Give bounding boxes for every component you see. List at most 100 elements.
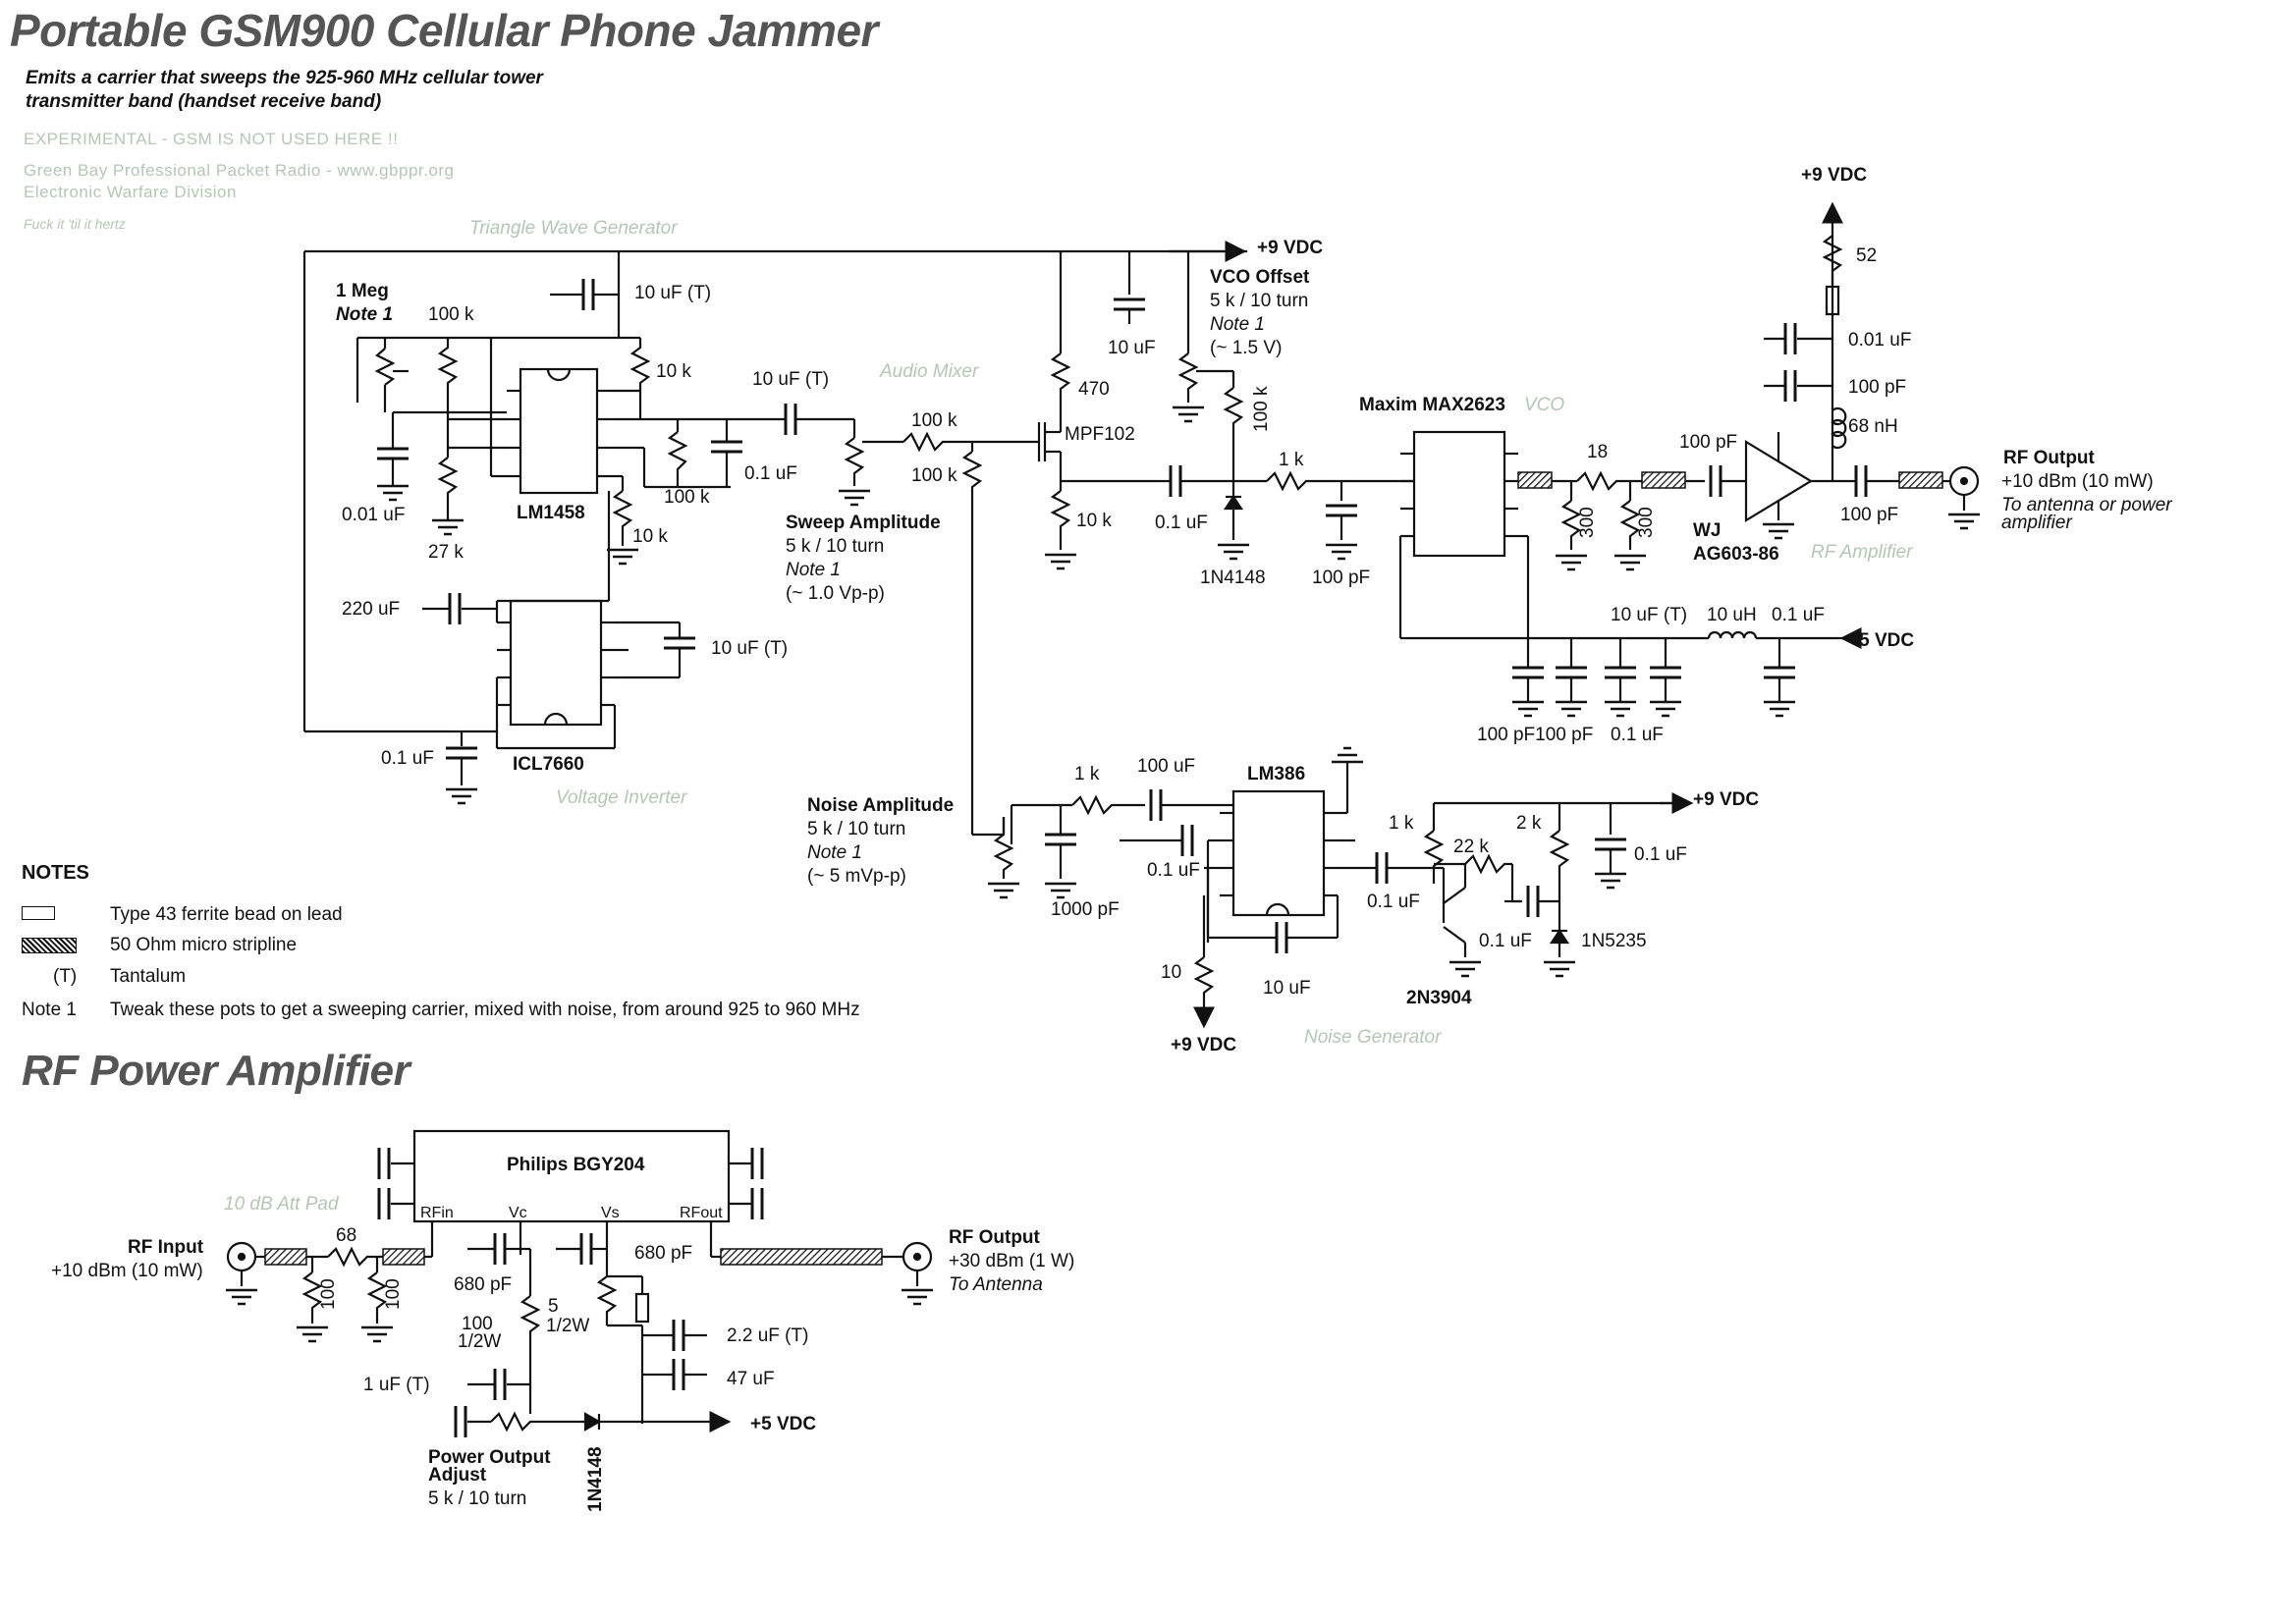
label-68nh: 68 nH — [1848, 416, 1898, 437]
pin-vs: Vs — [601, 1205, 620, 1221]
notes-heading: NOTES — [22, 862, 89, 884]
label-to-antenna: To Antenna — [949, 1274, 1043, 1295]
label-01uf-a: 0.1 uF — [744, 463, 797, 484]
block-label-vco: VCO — [1524, 395, 1564, 415]
label-01uf-icl: 0.1 uF — [381, 748, 434, 769]
label-rf-output-power: +10 dBm (10 mW) — [2001, 471, 2154, 492]
label-01uf-5v: 0.1 uF — [1772, 605, 1825, 625]
label-01uf-b: 0.1 uF — [1155, 513, 1208, 533]
label-1n4148-b: 1N4148 — [585, 1446, 606, 1512]
supply-9vdc-noise: +9 VDC — [1693, 789, 1759, 810]
label-10k-b: 10 k — [632, 526, 668, 547]
label-2n3904: 2N3904 — [1406, 988, 1472, 1008]
label-100k-c: 100 k — [911, 410, 957, 431]
label-vco-v: (~ 1.5 V) — [1210, 338, 1282, 358]
label-1meg: 1 Meg — [336, 281, 389, 301]
label-52: 52 — [1856, 245, 1877, 266]
note-stripline: 50 Ohm micro stripline — [110, 935, 298, 955]
label-sweep-turn: 5 k / 10 turn — [786, 536, 884, 557]
label-10uft-5v: 10 uF (T) — [1611, 605, 1687, 625]
label-power-adjust-1: Power Output — [428, 1447, 551, 1468]
page-title: Portable GSM900 Cellular Phone Jammer — [10, 5, 878, 56]
supply-5vdc-pa: +5 VDC — [750, 1414, 816, 1434]
label-18: 18 — [1587, 442, 1608, 462]
label-100-half-w: 100 — [462, 1314, 493, 1334]
label-10uf-vco: 10 uF — [1108, 338, 1156, 358]
label-10uh: 10 uH — [1707, 605, 1757, 625]
label-rf-input-power: +10 dBm (10 mW) — [51, 1261, 203, 1281]
note-tantalum: Tantalum — [110, 966, 187, 987]
block-label-audio-mixer: Audio Mixer — [879, 361, 979, 382]
label-10uft-mid: 10 uF (T) — [752, 369, 829, 390]
supply-9vdc-rf: +9 VDC — [1801, 165, 1867, 186]
pin-rfout: RFout — [680, 1205, 723, 1221]
label-1uft: 1 uF (T) — [363, 1375, 430, 1395]
label-1k-c: 1 k — [1389, 813, 1414, 834]
label-icl7660: ICL7660 — [513, 754, 584, 775]
label-001uf: 0.01 uF — [342, 505, 405, 525]
label-max2623: Maxim MAX2623 — [1359, 395, 1505, 415]
label-01uf-n1: 0.1 uF — [1147, 860, 1200, 881]
label-100pf100pf: 100 pF100 pF — [1477, 725, 1593, 745]
subtitle-line-1: Emits a carrier that sweeps the 925-960 … — [26, 68, 543, 88]
label-1n5235: 1N5235 — [1581, 931, 1647, 951]
note-ferrite: Type 43 ferrite bead on lead — [110, 904, 343, 925]
label-vco-turn: 5 k / 10 turn — [1210, 291, 1308, 311]
label-22k: 22 k — [1453, 837, 1489, 857]
experimental-warning: EXPERIMENTAL - GSM IS NOT USED HERE !! — [24, 130, 399, 148]
label-100k-a: 100 k — [428, 304, 474, 325]
note-1-label: Note 1 — [22, 1000, 77, 1020]
label-22uft: 2.2 uF (T) — [727, 1325, 808, 1346]
label-01uf-n4: 0.1 uF — [1634, 844, 1687, 865]
label-100-a: 100 — [318, 1278, 339, 1310]
label-100pf-d: 100 pF — [1840, 505, 1898, 525]
label-to-antenna-1: To antenna or power — [2001, 495, 2172, 515]
org-line-3: Fuck it 'til it hertz — [24, 216, 126, 232]
label-noise-v: (~ 5 mVp-p) — [807, 866, 906, 887]
label-680pf-a: 680 pF — [454, 1274, 512, 1295]
label-wj: WJ — [1693, 520, 1722, 541]
label-10-ohm: 10 — [1161, 962, 1181, 983]
label-sweep-v: (~ 1.0 Vp-p) — [786, 583, 885, 604]
label-470: 470 — [1078, 379, 1110, 400]
pin-vc: Vc — [509, 1205, 527, 1221]
label-noise-amp: Noise Amplitude — [807, 795, 954, 816]
label-680pf-b: 680 pF — [634, 1243, 692, 1264]
label-100pf-a: 100 pF — [1312, 568, 1370, 588]
label-lm1458: LM1458 — [517, 503, 585, 523]
label-rf-output: RF Output — [2003, 448, 2096, 468]
label-lm386: LM386 — [1247, 764, 1305, 784]
label-10uft-icl: 10 uF (T) — [711, 638, 788, 659]
pin-rfin: RFin — [420, 1205, 454, 1221]
label-10k-a: 10 k — [656, 361, 691, 382]
label-01uf-n2: 0.1 uF — [1367, 892, 1420, 912]
label-10uft-top: 10 uF (T) — [634, 283, 711, 303]
block-label-rf-amp: RF Amplifier — [1811, 542, 1913, 563]
label-half-w-a: 1/2W — [458, 1331, 501, 1352]
label-10k-c: 10 k — [1076, 511, 1112, 531]
label-noise-turn: 5 k / 10 turn — [807, 819, 905, 839]
label-bgy204: Philips BGY204 — [507, 1155, 645, 1175]
label-1000pf: 1000 pF — [1051, 899, 1120, 920]
label-note1-b: Note 1 — [786, 560, 841, 580]
supply-5vdc-vco: +5 VDC — [1848, 630, 1914, 651]
label-100-b: 100 — [383, 1278, 404, 1310]
label-vco-offset: VCO Offset — [1210, 267, 1310, 288]
label-100pf-c: 100 pF — [1848, 377, 1906, 398]
note-1-text: Tweak these pots to get a sweeping carri… — [110, 1000, 860, 1020]
label-01uf-5v-b: 0.1 uF — [1611, 725, 1664, 745]
label-1k-a: 1 k — [1279, 450, 1304, 470]
label-001uf-b: 0.01 uF — [1848, 330, 1911, 351]
label-note1-a: Note 1 — [336, 304, 393, 325]
ferrite-bead-legend-icon — [22, 906, 55, 920]
note-tantalum-symbol: (T) — [53, 966, 78, 987]
label-01uf-n3: 0.1 uF — [1479, 931, 1532, 951]
block-label-voltage-inverter: Voltage Inverter — [556, 787, 687, 808]
label-220uf: 220 uF — [342, 599, 400, 620]
label-mpf102: MPF102 — [1065, 424, 1135, 445]
label-half-w-b: 1/2W — [546, 1316, 589, 1336]
label-power-adjust-3: 5 k / 10 turn — [428, 1488, 526, 1509]
label-100k-e: 100 k — [1251, 386, 1272, 432]
label-1k-b: 1 k — [1074, 764, 1100, 784]
